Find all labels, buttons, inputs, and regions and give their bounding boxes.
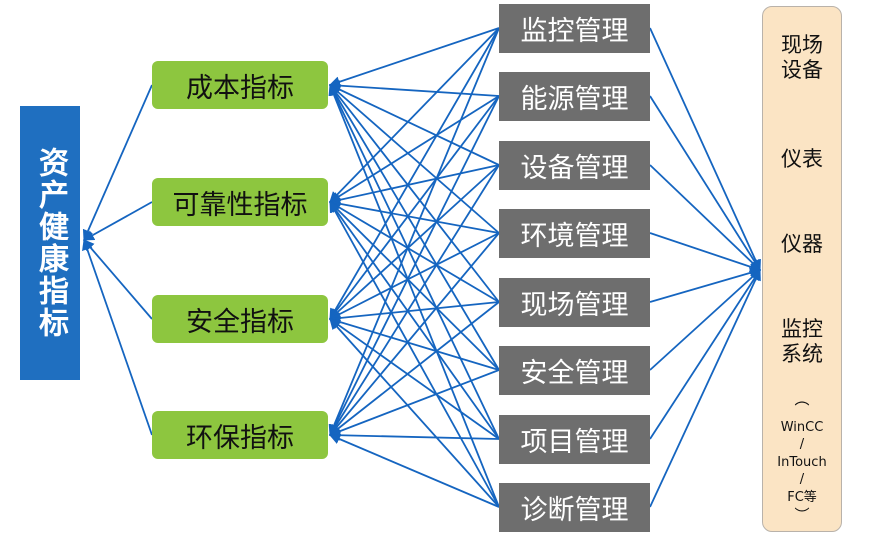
mgmt-energy-label: 能源管理 <box>520 84 629 115</box>
metric-safety-label: 安全指标 <box>186 306 294 338</box>
arrow-mgmt-6-to-metric-2 <box>329 318 500 440</box>
arrow-mgmt-2-to-metric-3 <box>329 164 500 436</box>
metric-reliability-label: 可靠性指标 <box>172 189 308 221</box>
arrow-mgmt-3-to-metric-2 <box>329 232 500 320</box>
arrow-mgmt-7-to-metric-1 <box>329 201 500 508</box>
arrow-mgmt-3-to-sources <box>649 232 762 273</box>
arrow-mgmt-4-to-metric-2 <box>328 301 500 324</box>
mgmt-monitoring-label: 监控管理 <box>520 16 629 47</box>
system-example-wincc: WinCC <box>780 420 824 435</box>
mgmt-monitoring: 监控管理 <box>499 4 650 53</box>
arrow-metric-3-to-root <box>82 238 153 436</box>
asset-health-index-label: 资产健康指标 <box>33 147 68 339</box>
arrow-metric-2-to-root <box>83 239 153 320</box>
metric-safety: 安全指标 <box>152 295 328 343</box>
source-monitoring-system: 监控系统 <box>781 317 823 366</box>
arrow-mgmt-6-to-metric-0 <box>329 84 500 440</box>
arrow-mgmt-2-to-metric-1 <box>328 164 500 206</box>
arrow-mgmt-0-to-metric-2 <box>329 27 500 320</box>
arrow-mgmt-4-to-metric-1 <box>329 201 500 303</box>
arrow-mgmt-5-to-metric-0 <box>329 84 500 371</box>
source-meters: 仪表 <box>781 147 823 171</box>
arrow-mgmt-4-to-sources <box>649 267 762 303</box>
metric-environment-label: 环保指标 <box>186 422 294 454</box>
arrow-mgmt-0-to-metric-0 <box>328 27 500 88</box>
arrow-mgmt-6-to-sources <box>649 269 761 440</box>
system-example-sep-1: / <box>799 437 805 452</box>
mgmt-site: 现场管理 <box>499 278 650 327</box>
arrow-mgmt-1-to-sources <box>649 95 761 271</box>
arrow-metric-0-to-root <box>82 84 153 242</box>
mgmt-safety-label: 安全管理 <box>520 358 629 389</box>
paren-open: ︵ <box>794 390 810 408</box>
arrow-metric-1-to-root <box>83 201 153 241</box>
arrow-mgmt-4-to-metric-0 <box>329 84 500 303</box>
arrow-mgmt-3-to-metric-0 <box>329 84 500 234</box>
mgmt-project-label: 项目管理 <box>520 427 629 458</box>
mgmt-safety: 安全管理 <box>499 346 650 395</box>
mgmt-energy: 能源管理 <box>499 72 650 121</box>
mgmt-equipment-label: 设备管理 <box>520 153 629 184</box>
system-example-sep-2: / <box>799 472 805 487</box>
source-instruments: 仪器 <box>781 232 823 256</box>
mgmt-equipment: 设备管理 <box>499 141 650 190</box>
arrow-mgmt-5-to-metric-2 <box>328 316 500 371</box>
mgmt-diagnosis-label: 诊断管理 <box>520 495 629 526</box>
metric-environment: 环保指标 <box>152 411 328 459</box>
arrow-mgmt-1-to-metric-1 <box>329 95 500 203</box>
arrow-mgmt-2-to-sources <box>649 164 761 271</box>
arrow-mgmt-5-to-metric-1 <box>329 201 500 371</box>
data-source-panel: 现场设备 仪表 仪器 监控系统 ︵ WinCC / InTouch / FC等 … <box>762 6 842 532</box>
arrow-mgmt-0-to-metric-3 <box>328 27 500 437</box>
arrow-mgmt-6-to-metric-3 <box>328 429 500 441</box>
mgmt-environment-label: 环境管理 <box>520 221 629 252</box>
mgmt-site-label: 现场管理 <box>520 290 629 321</box>
metric-cost-label: 成本指标 <box>186 72 294 104</box>
arrow-mgmt-5-to-sources <box>649 269 761 371</box>
system-example-fc: FC等 <box>787 490 817 505</box>
asset-health-index-box: 资产健康指标 <box>20 106 80 380</box>
arrow-mgmt-7-to-metric-2 <box>329 318 500 508</box>
arrow-mgmt-7-to-metric-3 <box>328 433 500 508</box>
mgmt-project: 项目管理 <box>499 415 650 464</box>
mgmt-environment: 环境管理 <box>499 209 650 258</box>
arrow-mgmt-0-to-metric-1 <box>329 27 500 203</box>
metric-reliability: 可靠性指标 <box>152 178 328 226</box>
arrow-mgmt-7-to-metric-0 <box>328 83 500 508</box>
arrow-mgmt-3-to-metric-1 <box>328 198 500 234</box>
mgmt-diagnosis: 诊断管理 <box>499 483 650 532</box>
arrow-mgmt-2-to-metric-0 <box>329 84 500 166</box>
source-field-equipment: 现场设备 <box>781 33 823 82</box>
metric-cost: 成本指标 <box>152 61 328 109</box>
arrow-mgmt-1-to-metric-2 <box>329 95 500 320</box>
arrow-mgmt-1-to-metric-0 <box>328 80 500 97</box>
arrow-mgmt-2-to-metric-2 <box>329 164 500 320</box>
paren-close: ︶ <box>794 506 810 524</box>
arrow-mgmt-6-to-metric-1 <box>329 201 500 440</box>
arrow-mgmt-0-to-sources <box>649 27 761 272</box>
arrow-mgmt-7-to-sources <box>649 269 761 508</box>
system-example-intouch: InTouch <box>777 455 827 470</box>
